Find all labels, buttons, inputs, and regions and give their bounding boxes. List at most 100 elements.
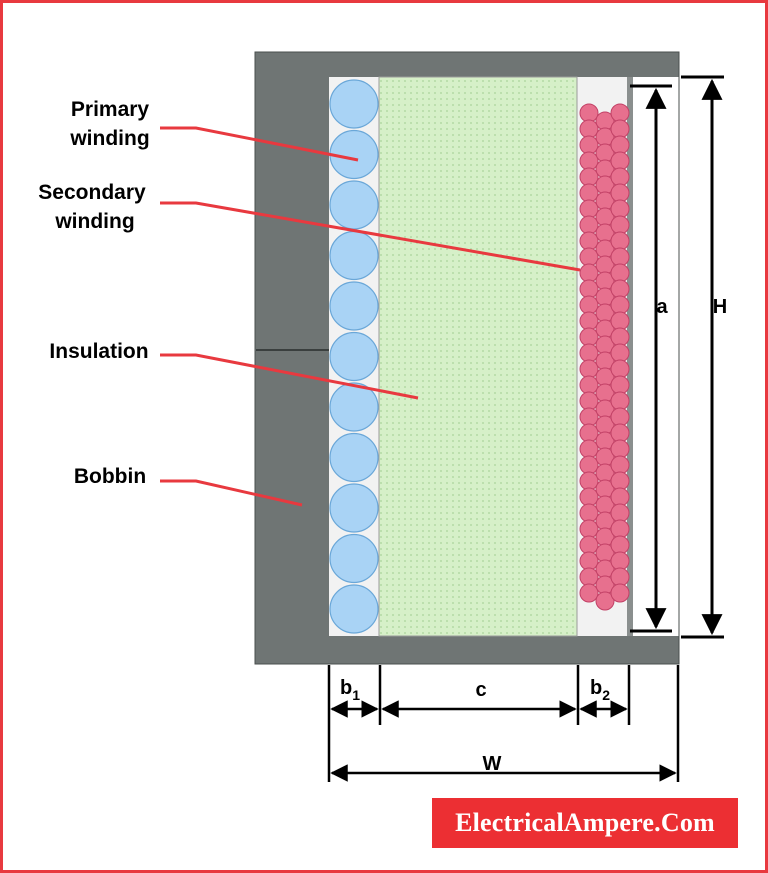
- secondary-wire-turn: [579, 375, 599, 395]
- secondary-wire-turn: [579, 247, 599, 267]
- bobbin-leader-line: [160, 479, 303, 507]
- primary-wire-turn: [329, 180, 379, 230]
- secondary-wire-turn: [579, 567, 599, 587]
- secondary-wire-turn: [610, 391, 630, 411]
- secondary-wire-turn: [610, 119, 630, 139]
- secondary-wire-turn: [579, 455, 599, 475]
- secondary-wire-turn: [610, 343, 630, 363]
- secondary-wire-turn: [610, 583, 630, 603]
- dimension-b1-label: b1: [340, 677, 360, 703]
- primary-wire-turn: [329, 281, 379, 331]
- primary-wire-turn: [329, 432, 379, 483]
- secondary-wire-turn: [579, 135, 599, 155]
- primary-label-line1: Primary: [71, 98, 150, 121]
- secondary-wire-turn: [579, 199, 599, 219]
- secondary-wire-turn: [610, 151, 630, 171]
- secondary-label-line2: winding: [54, 210, 134, 233]
- secondary-wire-turn: [610, 455, 630, 475]
- secondary-wire-turn: [610, 199, 630, 219]
- secondary-wire-turn: [610, 407, 630, 427]
- bottom-extension-lines: [327, 665, 680, 782]
- secondary-wire-turn: [610, 311, 630, 331]
- secondary-wire-turn: [579, 487, 599, 507]
- insulation-label: Insulation: [49, 340, 148, 363]
- secondary-wire-turn: [579, 231, 599, 251]
- secondary-wire-turn: [579, 183, 599, 203]
- bobbin-label: Bobbin: [74, 465, 146, 488]
- secondary-wire-turn: [610, 519, 630, 539]
- secondary-wire-turn: [579, 535, 599, 555]
- primary-wire-turn: [329, 79, 379, 129]
- secondary-wire-turn: [579, 151, 599, 171]
- primary-wire-turn: [329, 483, 379, 533]
- secondary-wire-turn: [579, 103, 599, 123]
- secondary-winding: [579, 103, 630, 611]
- secondary-wire-turn: [610, 487, 630, 507]
- primary-label-line2: winding: [69, 127, 149, 150]
- secondary-wire-turn: [579, 279, 599, 299]
- secondary-wire-turn: [579, 471, 599, 491]
- secondary-wire-turn: [610, 167, 630, 187]
- secondary-wire-turn: [610, 551, 630, 571]
- secondary-wire-turn: [610, 183, 630, 203]
- secondary-wire-turn: [579, 391, 599, 411]
- window-edge: [627, 77, 633, 636]
- secondary-wire-turn: [610, 327, 630, 347]
- secondary-wire-turn: [610, 215, 630, 235]
- secondary-wire-turn: [579, 263, 599, 283]
- secondary-wire-turn: [579, 327, 599, 347]
- secondary-leader-line: [160, 201, 581, 272]
- secondary-wire-turn: [579, 343, 599, 363]
- secondary-wire-turn: [579, 583, 599, 603]
- secondary-wire-turn: [610, 247, 630, 267]
- primary-wire-turn: [329, 584, 379, 634]
- secondary-wire-turn: [610, 359, 630, 379]
- dimension-a: [630, 84, 672, 633]
- secondary-wire-turn: [610, 279, 630, 299]
- secondary-wire-turn: [610, 103, 630, 123]
- secondary-wire-turn: [579, 359, 599, 379]
- secondary-wire-turn: [579, 503, 599, 523]
- secondary-wire-turn: [579, 407, 599, 427]
- secondary-wire-turn: [610, 567, 630, 587]
- secondary-wire-turn: [610, 231, 630, 251]
- secondary-wire-turn: [579, 119, 599, 139]
- secondary-wire-turn: [610, 135, 630, 155]
- primary-winding: [329, 79, 379, 634]
- primary-wire-turn: [329, 230, 379, 281]
- dimension-W-label: W: [483, 753, 502, 775]
- secondary-wire-turn: [610, 471, 630, 491]
- secondary-wire-turn: [579, 167, 599, 187]
- dimension-H: [681, 75, 724, 639]
- secondary-wire-turn: [610, 439, 630, 459]
- secondary-wire-turn: [610, 263, 630, 283]
- primary-wire-turn: [329, 533, 379, 584]
- brand-watermark: ElectricalAmpere.Com: [432, 798, 738, 848]
- primary-wire-turn: [329, 331, 379, 382]
- secondary-wire-turn: [595, 591, 615, 611]
- primary-wire-turn: [329, 382, 379, 432]
- secondary-wire-turn: [610, 423, 630, 443]
- insulation-layer: [378, 76, 578, 637]
- primary-leader-line: [160, 126, 359, 162]
- secondary-label-line1: Secondary: [38, 181, 146, 204]
- secondary-wire-turn: [579, 551, 599, 571]
- secondary-wire-turn: [579, 295, 599, 315]
- secondary-wire-turn: [579, 311, 599, 331]
- secondary-wire-turn: [610, 295, 630, 315]
- secondary-wire-turn: [610, 535, 630, 555]
- secondary-wire-turn: [579, 519, 599, 539]
- secondary-wire-turn: [610, 375, 630, 395]
- insulation-leader-line: [160, 353, 419, 400]
- dimension-a-label: a: [656, 296, 668, 318]
- secondary-wire-turn: [610, 503, 630, 523]
- dimension-b2-label: b2: [590, 677, 610, 703]
- secondary-wire-turn: [579, 439, 599, 459]
- secondary-wire-turn: [579, 215, 599, 235]
- dimension-H-label: H: [713, 296, 727, 318]
- secondary-wire-turn: [579, 423, 599, 443]
- dimension-c-label: c: [475, 679, 486, 701]
- bobbin: [254, 51, 680, 665]
